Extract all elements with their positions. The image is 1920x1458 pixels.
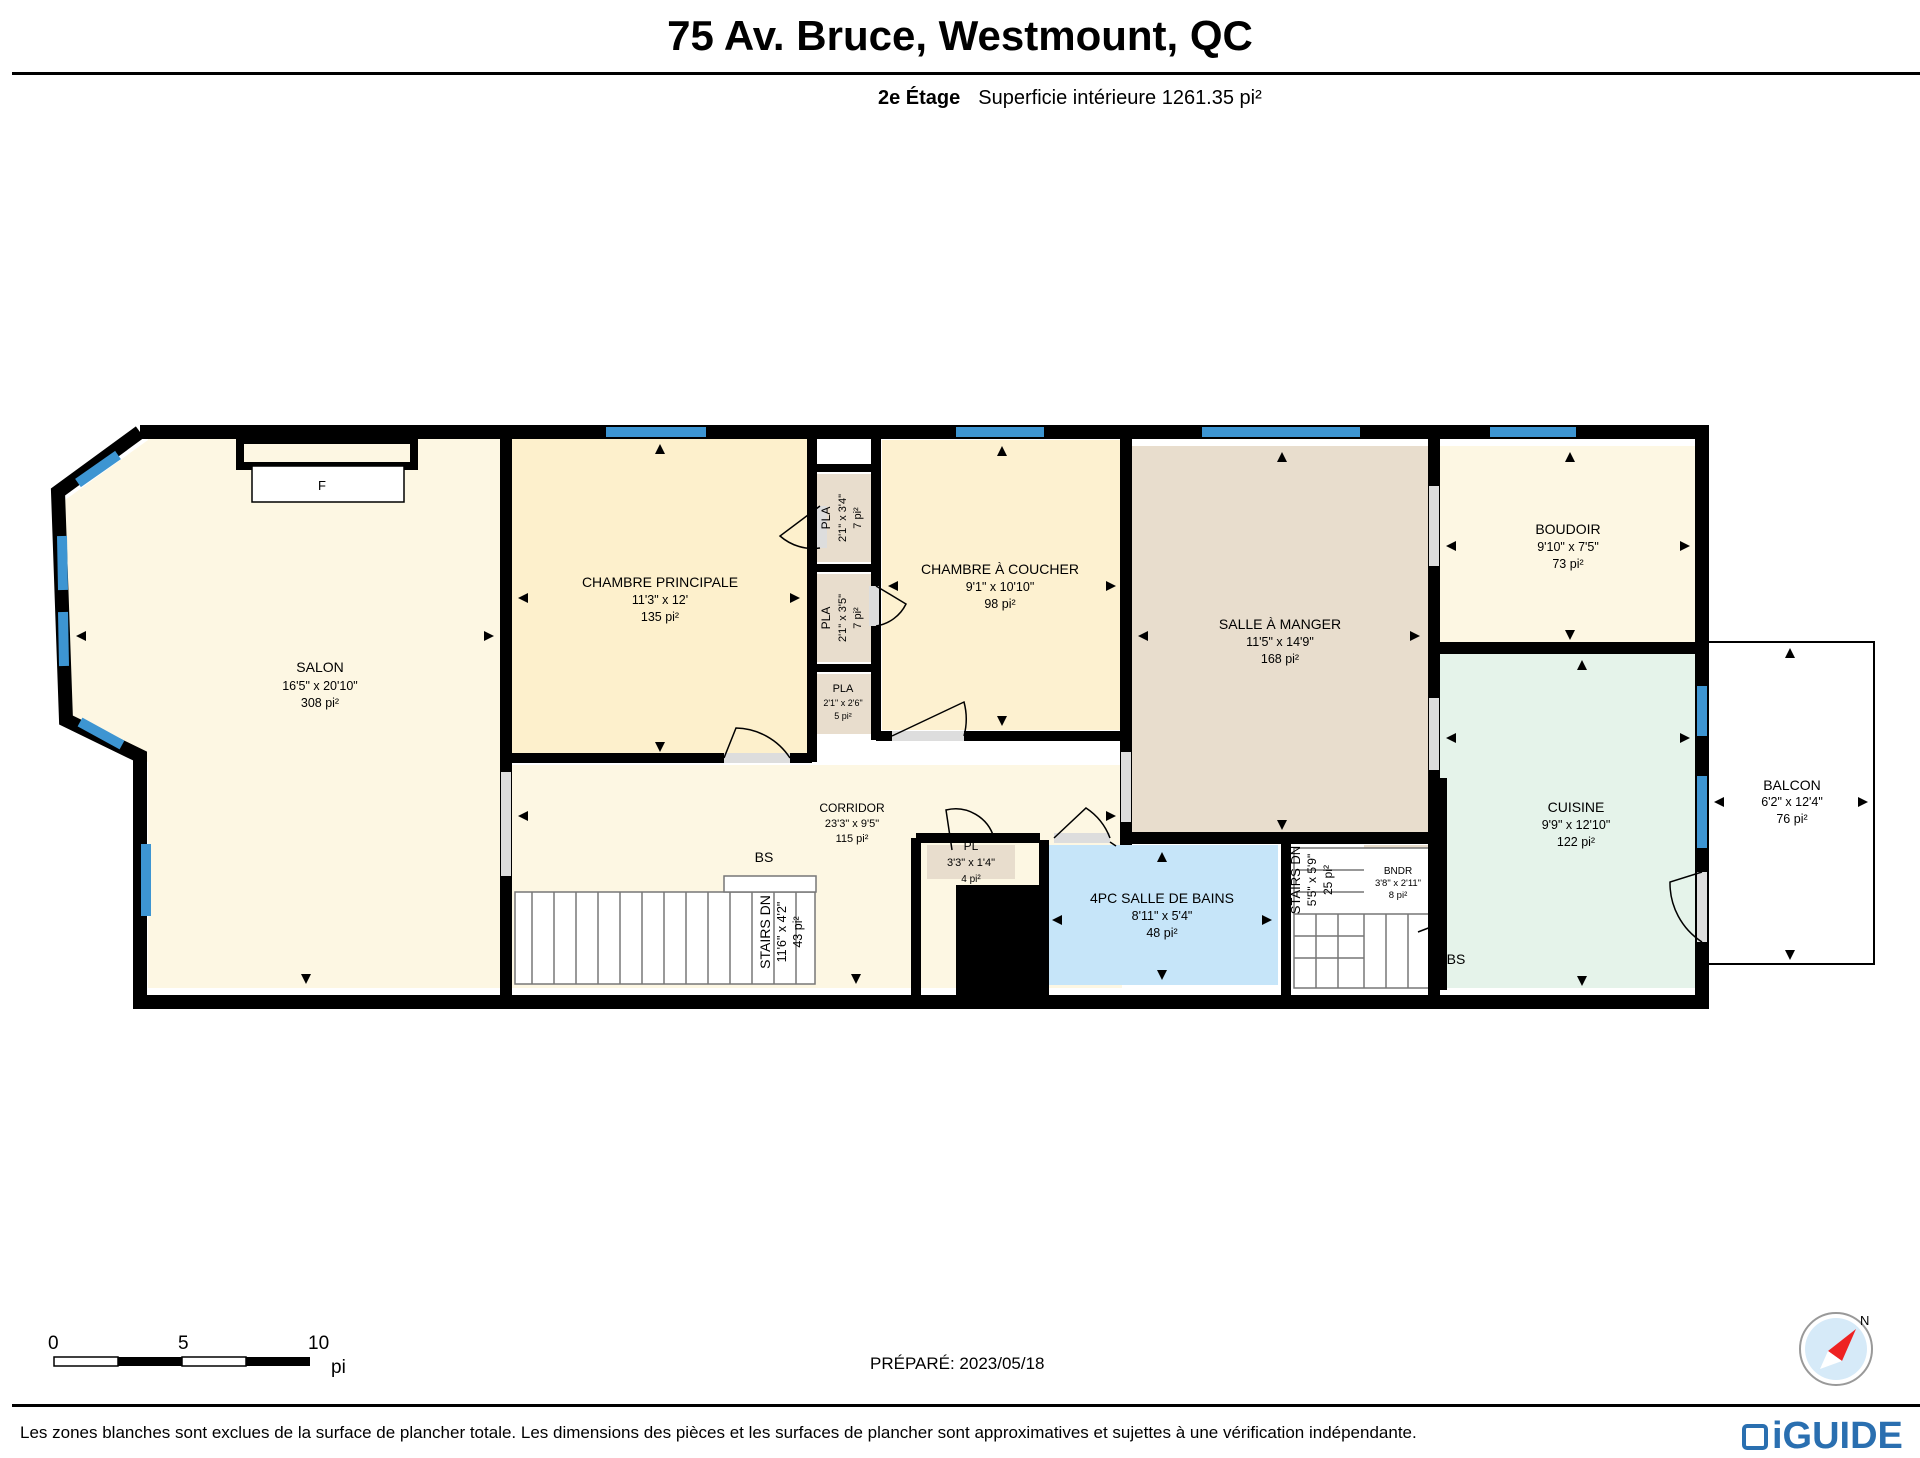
salon-name: SALON [296, 659, 343, 675]
scale-bar: 0 5 10 pi [44, 1333, 364, 1383]
stairs-left-area: 43 pi² [791, 916, 805, 947]
bs-right-label: BS [1447, 951, 1466, 967]
fireplace-hearth [251, 465, 405, 503]
chambre-principale-floor [512, 438, 808, 760]
bndr-dims: 3'8" x 2'11" [1375, 878, 1421, 889]
boudoir-name: BOUDOIR [1535, 521, 1600, 537]
pl-floor [927, 845, 1015, 879]
boudoir-floor [1440, 446, 1696, 642]
iguide-logo: iGUIDE [1742, 1415, 1903, 1458]
chambre-coucher-area: 98 pi² [984, 597, 1015, 611]
corridor-dims: 23'3" x 9'5" [825, 818, 879, 830]
salle-manger-dims: 11'5" x 14'9" [1246, 635, 1314, 649]
header-rule [12, 72, 1920, 75]
prepared-date: PRÉPARÉ: 2023/05/18 [870, 1354, 1045, 1373]
cuisine-floor [1440, 654, 1696, 988]
chambre-coucher-name: CHAMBRE À COUCHER [921, 561, 1079, 577]
chimney-block [956, 885, 1046, 1000]
footer-rule [12, 1404, 1920, 1407]
iguide-logo-text: iGUIDE [1772, 1415, 1903, 1457]
salon-floor [65, 438, 500, 988]
pl-area: 4 pi² [961, 874, 981, 885]
chambre-principale-area: 135 pi² [641, 610, 679, 624]
pla2-dims: 2'1" x 3'5" [837, 594, 849, 642]
cuisine-area: 122 pi² [1557, 835, 1595, 849]
balcon-dims: 6'2" x 12'4" [1761, 795, 1823, 809]
pla2-name: PLA [819, 607, 833, 630]
boudoir-dims: 9'10" x 7'5" [1537, 540, 1599, 554]
chambre-coucher-dims: 9'1" x 10'10" [966, 580, 1035, 594]
bndr-area: 8 pi² [1389, 890, 1407, 901]
room-fills [65, 438, 1696, 988]
salon-area: 308 pi² [301, 696, 339, 710]
pla3-floor [817, 674, 871, 734]
pla3-dims: 2'1" x 2'6" [823, 698, 862, 708]
pla1-dims: 2'1" x 3'4" [837, 494, 849, 542]
scale-tick-10: 10 [308, 1333, 329, 1354]
scale-tick-0: 0 [48, 1333, 59, 1354]
plan-title: 75 Av. Bruce, Westmount, QC [667, 12, 1253, 59]
pla1-area: 7 pi² [852, 507, 864, 529]
salon-dims: 16'5" x 20'10" [282, 679, 358, 693]
salle-bains-name: 4PC SALLE DE BAINS [1090, 890, 1234, 906]
door-swings [723, 505, 1703, 943]
salle-bains-dims: 8'11" x 5'4" [1132, 909, 1193, 923]
pla2-area: 7 pi² [852, 607, 864, 629]
stairs-right-area: 25 pi² [1321, 865, 1335, 895]
compass-icon: N [1799, 1312, 1873, 1386]
balcon-name: BALCON [1763, 777, 1821, 793]
chambre-principale-dims: 11'3" x 12' [632, 593, 688, 607]
fireplace-label: F [318, 478, 326, 493]
stairs-right-dims: 5'5" x 5'9" [1305, 854, 1319, 906]
stairs-right-name: STAIRS DN [1288, 846, 1303, 914]
corridor-area: 115 pi² [836, 833, 869, 845]
pla1-name: PLA [819, 507, 833, 530]
salle-bains-area: 48 pi² [1146, 926, 1177, 940]
stairs-left [514, 875, 817, 985]
balcon-area: 76 pi² [1776, 812, 1807, 826]
pla2-floor [817, 574, 871, 662]
disclaimer-text: Les zones blanches sont exclues de la su… [20, 1423, 1417, 1442]
bndr-name: BNDR [1384, 866, 1412, 877]
rotated-labels: PLA 2'1" x 3'4" 7 pi² PLA 2'1" x 3'5" 7 … [757, 494, 1335, 969]
compass-north-label: N [1860, 1313, 1869, 1328]
salle-bains-floor [1046, 845, 1278, 985]
salle-manger-area: 168 pi² [1261, 652, 1299, 666]
floor-info: 2e Étage Superficie intérieure 1261.35 pi… [878, 87, 1262, 110]
bs-left-label: BS [755, 849, 774, 865]
room-labels: F SALON 16'5" x 20'10" 308 pi² CHAMBRE P… [282, 478, 1823, 967]
pla3-area: 5 pi² [834, 711, 852, 721]
stairs-left-dims: 11'6" x 4'2" [775, 902, 789, 963]
salle-manger-name: SALLE À MANGER [1219, 616, 1341, 632]
dimension-arrows [76, 444, 1868, 986]
salle-manger-floor [1132, 446, 1428, 836]
scale-unit: pi [331, 1357, 346, 1378]
corridor-name: CORRIDOR [819, 801, 885, 815]
door-openings [501, 486, 1707, 942]
windows [57, 427, 1707, 916]
pl-name: PL [964, 839, 979, 853]
balcon-outline [1708, 641, 1875, 965]
boudoir-area: 73 pi² [1552, 557, 1583, 571]
stairs-left-name: STAIRS DN [757, 895, 773, 969]
scale-tick-5: 5 [178, 1333, 189, 1354]
chambre-coucher-floor [882, 440, 1120, 730]
floor-name: 2e Étage [878, 87, 961, 109]
cuisine-name: CUISINE [1548, 799, 1605, 815]
pl-dims: 3'3" x 1'4" [947, 857, 995, 869]
floor-area: Superficie intérieure 1261.35 pi² [978, 87, 1262, 109]
iguide-logo-icon [1742, 1424, 1768, 1450]
chambre-principale-name: CHAMBRE PRINCIPALE [582, 574, 738, 590]
cuisine-dims: 9'9" x 12'10" [1542, 818, 1611, 832]
pla3-name: PLA [833, 683, 854, 695]
